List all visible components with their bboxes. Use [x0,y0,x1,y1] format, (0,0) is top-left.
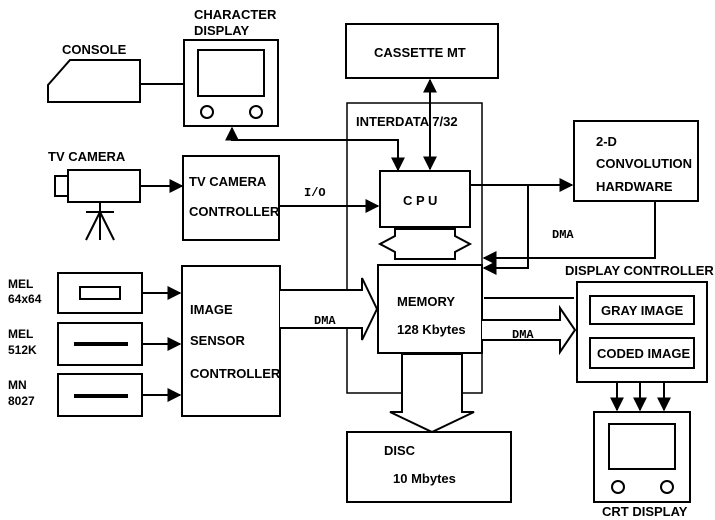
cpu-label: C P U [403,193,437,208]
mel64-label-1: MEL [8,277,33,291]
console-icon [47,59,141,103]
disc-label-2: 10 Mbytes [393,471,456,486]
isc-label-3: CONTROLLER [190,366,281,381]
memory-disc-arrow [389,353,475,434]
dma-label-display: DMA [512,328,534,342]
char-display-label-2: DISPLAY [194,23,249,38]
tv-camera-label: TV CAMERA [48,149,126,164]
conv-label-2: CONVOLUTION [596,156,692,171]
mn-label-1: MN [8,378,27,392]
conv-label-3: HARDWARE [596,179,673,194]
convolution-hardware-block: 2-D CONVOLUTION HARDWARE [573,120,699,202]
cassette-label: CASSETTE MT [374,45,466,60]
conv-memory-dma-in [482,185,529,275]
cpu-block: C P U [379,170,471,228]
char-display-cpu-link [225,126,405,172]
disc-label-1: DISC [384,443,416,458]
conv-memory-dma-out [482,201,656,265]
isc-label-1: IMAGE [190,302,233,317]
cassette-mt-block: CASSETTE MT [345,23,499,79]
mn8027-sensor-icon [57,373,143,417]
isc-label-2: SENSOR [190,333,246,348]
image-sensor-controller-block: IMAGE SENSOR CONTROLLER [181,265,281,417]
tvcc-label-1: TV CAMERA [189,174,267,189]
cpu-memory-bus [377,228,473,260]
crt-display-label: CRT DISPLAY [602,504,688,519]
memory-label-2: 128 Kbytes [397,322,466,337]
mel512-label-1: MEL [8,327,33,341]
mel64-sensor-icon [57,272,143,314]
gray-image-label: GRAY IMAGE [601,303,684,318]
console-label: CONSOLE [62,42,127,57]
dma-label-isc: DMA [314,314,336,328]
tv-camera-icon [54,169,141,241]
character-display-icon [183,39,279,127]
tvcc-label-2: CONTROLLER [189,204,280,219]
display-controller-label: DISPLAY CONTROLLER [565,263,714,278]
crt-display-icon [593,411,691,503]
tv-camera-controller-block: TV CAMERA CONTROLLER [182,155,280,241]
mel512-sensor-icon [57,322,143,366]
isc-memory-dma-arrow [280,277,379,341]
conv-label-1: 2-D [596,134,617,149]
char-display-label-1: CHARACTER [194,7,277,22]
coded-image-label: CODED IMAGE [597,346,691,361]
mel64-label-2: 64x64 [8,292,42,306]
disc-block: DISC 10 Mbytes [346,431,512,503]
mel512-label-2: 512K [8,343,37,357]
memory-block: MEMORY 128 Kbytes [377,264,483,354]
memory-display-dma-arrow [482,304,577,356]
io-label: I/O [304,186,326,200]
interdata-label: INTERDATA 7/32 [356,114,458,129]
dma-label-conv: DMA [552,228,574,242]
memory-label-1: MEMORY [397,294,455,309]
display-controller-block: GRAY IMAGE CODED IMAGE [576,281,708,383]
mn-label-2: 8027 [8,394,35,408]
